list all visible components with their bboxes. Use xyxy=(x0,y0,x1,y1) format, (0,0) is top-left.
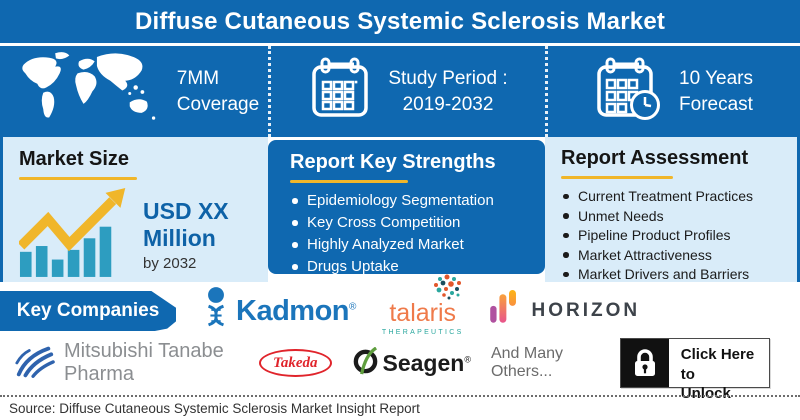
key-strengths-heading: Report Key Strengths xyxy=(290,151,496,173)
horizon-logo: HORIZON xyxy=(489,289,641,333)
title-bar: Diffuse Cutaneous Systemic Sclerosis Mar… xyxy=(0,0,800,46)
world-map-icon xyxy=(9,48,161,135)
study-period-line2: 2019-2032 xyxy=(402,93,494,115)
source-text: Source: Diffuse Cutaneous Systemic Scler… xyxy=(9,401,420,416)
list-item: Key Cross Competition xyxy=(290,214,545,231)
cards-row: Market Size xyxy=(0,137,800,282)
assessment-card: Report Assessment Current Treatment Prac… xyxy=(545,137,797,282)
calendar-clock-icon xyxy=(595,56,663,127)
assessment-list: Current Treatment Practices Unmet Needs … xyxy=(561,188,797,282)
assessment-heading: Report Assessment xyxy=(561,147,749,169)
growth-chart-icon xyxy=(17,188,133,282)
market-size-card: Market Size xyxy=(3,137,268,282)
kadmon-dna-icon xyxy=(202,286,230,337)
page-title: Diffuse Cutaneous Systemic Sclerosis Mar… xyxy=(134,7,666,35)
study-period-line1: Study Period : xyxy=(388,67,508,89)
coverage-text: 7MM Coverage xyxy=(177,66,259,117)
mitsubishi-wordmark: Mitsubishi Tanabe Pharma xyxy=(64,340,224,385)
lock-icon xyxy=(620,339,669,387)
calendar-icon xyxy=(308,56,372,127)
market-size-value: USD XX Million xyxy=(143,198,229,251)
coverage-line1: 7MM xyxy=(176,67,220,89)
study-period-text: Study Period : 2019-2032 xyxy=(388,66,507,117)
gold-underline xyxy=(290,180,408,183)
list-item: Epidemiology Segmentation xyxy=(290,192,545,209)
takeda-wordmark: Takeda xyxy=(273,355,318,371)
forecast-cell: 10 Years Forecast xyxy=(545,46,800,137)
kadmon-logo: Kadmon® xyxy=(202,286,356,337)
registered-mark: ® xyxy=(464,353,471,364)
key-companies-ribbon: Key Companies xyxy=(0,291,176,331)
list-item: Current Treatment Practices xyxy=(561,188,797,204)
highlights-band: 7MM Coverage Study Per xyxy=(0,46,800,137)
mitsubishi-tanabe-logo: Mitsubishi Tanabe Pharma xyxy=(14,340,239,386)
unlock-button-label: Click Here to Unlock xyxy=(680,346,755,402)
horizon-bars-icon xyxy=(489,289,520,333)
and-many-others-text: And Many Others... xyxy=(490,345,564,380)
key-strengths-card: Report Key Strengths Epidemiology Segmen… xyxy=(268,140,545,275)
companies-section: Key Companies Kadmon® xyxy=(0,274,800,402)
takeda-logo: Takeda xyxy=(259,349,332,377)
study-period-cell: Study Period : 2019-2032 xyxy=(268,46,545,137)
coverage-cell: 7MM Coverage xyxy=(0,46,268,137)
coverage-line2: Coverage xyxy=(176,93,260,115)
unlock-button[interactable]: Click Here to Unlock xyxy=(619,338,770,402)
talaris-logo: talaris THERAPEUTICS xyxy=(381,274,464,336)
talaris-subtitle: THERAPEUTICS xyxy=(381,328,464,336)
market-size-period: by 2032 xyxy=(143,255,197,272)
source-footer: Source: Diffuse Cutaneous Systemic Scler… xyxy=(0,395,800,420)
key-strengths-list: Epidemiology Segmentation Key Cross Comp… xyxy=(290,192,545,275)
gold-underline xyxy=(561,176,673,179)
list-item: Market Drivers and Barriers xyxy=(561,266,797,282)
talaris-wordmark: talaris xyxy=(389,298,457,327)
seagen-wordmark: Seagen® xyxy=(382,349,471,376)
list-item: Market Attractiveness xyxy=(561,247,797,263)
list-item: Highly Analyzed Market xyxy=(290,236,545,253)
market-size-heading: Market Size xyxy=(19,148,130,170)
list-item: Unmet Needs xyxy=(561,208,797,224)
list-item: Pipeline Product Profiles xyxy=(561,227,797,243)
mitsubishi-wing-icon xyxy=(14,343,56,384)
forecast-line2: Forecast xyxy=(679,93,753,115)
kadmon-wordmark: Kadmon® xyxy=(236,294,356,327)
seagen-logo: Seagen® xyxy=(352,346,471,380)
forecast-text: 10 Years Forecast xyxy=(679,66,753,117)
registered-mark: ® xyxy=(349,300,356,312)
seagen-circle-icon xyxy=(352,346,379,380)
forecast-line1: 10 Years xyxy=(679,67,753,89)
list-item: Drugs Uptake xyxy=(290,258,545,275)
horizon-wordmark: HORIZON xyxy=(531,300,641,321)
gold-underline xyxy=(19,177,137,180)
